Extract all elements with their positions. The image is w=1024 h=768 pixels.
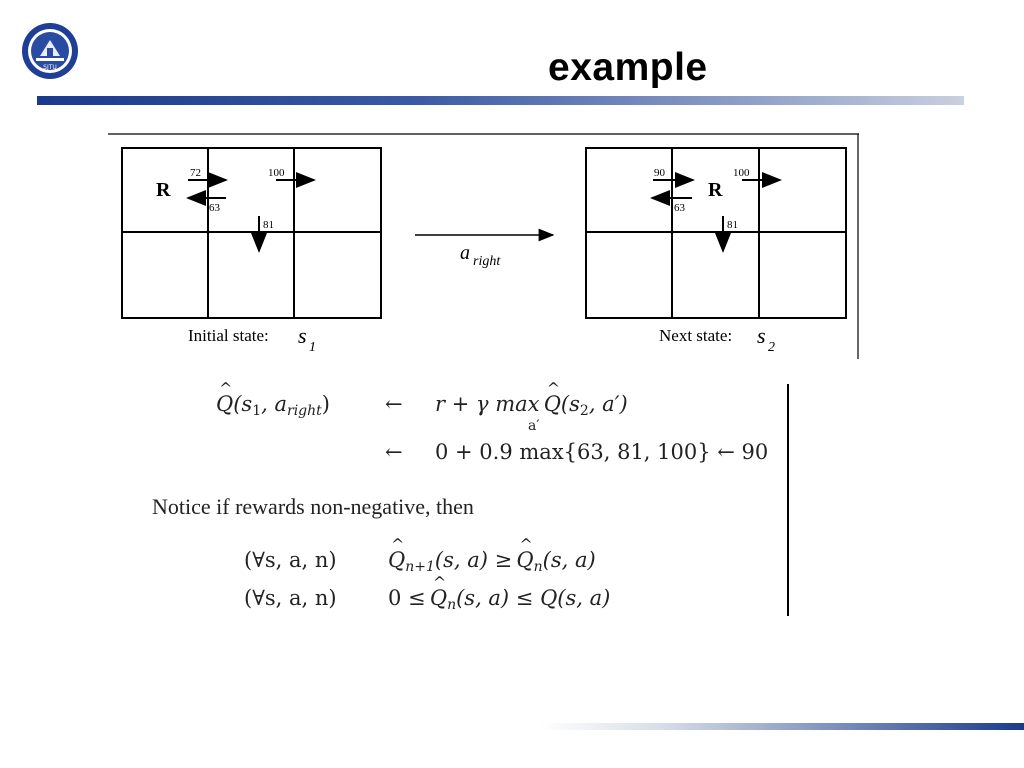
q-update-rhs: r + γ max Q(s2, a′): [435, 379, 628, 419]
next-agent-label: R: [708, 179, 723, 201]
next-value-far-right: 100: [733, 167, 750, 179]
row2-quantifier: (∀s, a, n): [244, 586, 337, 610]
initial-value-right: 72: [190, 167, 201, 179]
row2-inequality: 0 ≤ Qn(s, a) ≤ Q(s, a): [388, 573, 610, 613]
q-update-arrow-2: ←: [385, 440, 403, 464]
initial-agent-label: R: [156, 179, 171, 201]
title-underline: [37, 96, 964, 105]
next-value-right: 90: [654, 167, 666, 179]
footer-rule: [540, 723, 1024, 730]
q-update-arrow-1: ←: [385, 392, 403, 416]
initial-state-symbol: s: [298, 323, 307, 348]
next-caption: Next state:: [659, 326, 732, 345]
equations-panel: Q(s1, aright) ← r + γ max Q(s2, a′) a′ ←…: [140, 379, 790, 616]
gridworld-figure: R 72 63 100 81 Initial state: s 1 a righ…: [108, 133, 860, 359]
notice-text: Notice if rewards non-negative, then: [152, 494, 474, 519]
initial-value-left: 63: [209, 202, 221, 214]
next-value-down: 81: [727, 219, 738, 231]
initial-caption: Initial state:: [188, 326, 269, 345]
next-state-index: 2: [768, 340, 775, 355]
next-state-symbol: s: [757, 323, 766, 348]
action-symbol: a: [460, 242, 470, 264]
initial-state-index: 1: [309, 340, 316, 355]
q-update-lhs: Q(s1, aright): [216, 379, 330, 419]
initial-state-grid: [121, 147, 382, 319]
panel-right-border: [787, 384, 789, 616]
university-seal-icon: SJTU: [22, 23, 78, 79]
row1-inequality: Qn+1(s, a) ≥ Qn(s, a): [388, 535, 596, 575]
action-subscript: right: [473, 254, 501, 269]
initial-value-far-right: 100: [268, 167, 285, 179]
next-state-grid: [585, 147, 847, 319]
next-value-left: 63: [674, 202, 686, 214]
university-logo: SJTU: [20, 22, 80, 80]
initial-value-down: 81: [263, 219, 274, 231]
max-subscript: a′: [528, 418, 540, 434]
q-update-line2: 0 + 0.9 max{63, 81, 100} ← 90: [435, 440, 769, 464]
slide-title: example: [548, 46, 708, 89]
gridworld-diagram: R 72 63 100 81 Initial state: s 1 a righ…: [108, 133, 859, 359]
row1-quantifier: (∀s, a, n): [244, 548, 337, 572]
svg-text:SJTU: SJTU: [43, 64, 57, 71]
